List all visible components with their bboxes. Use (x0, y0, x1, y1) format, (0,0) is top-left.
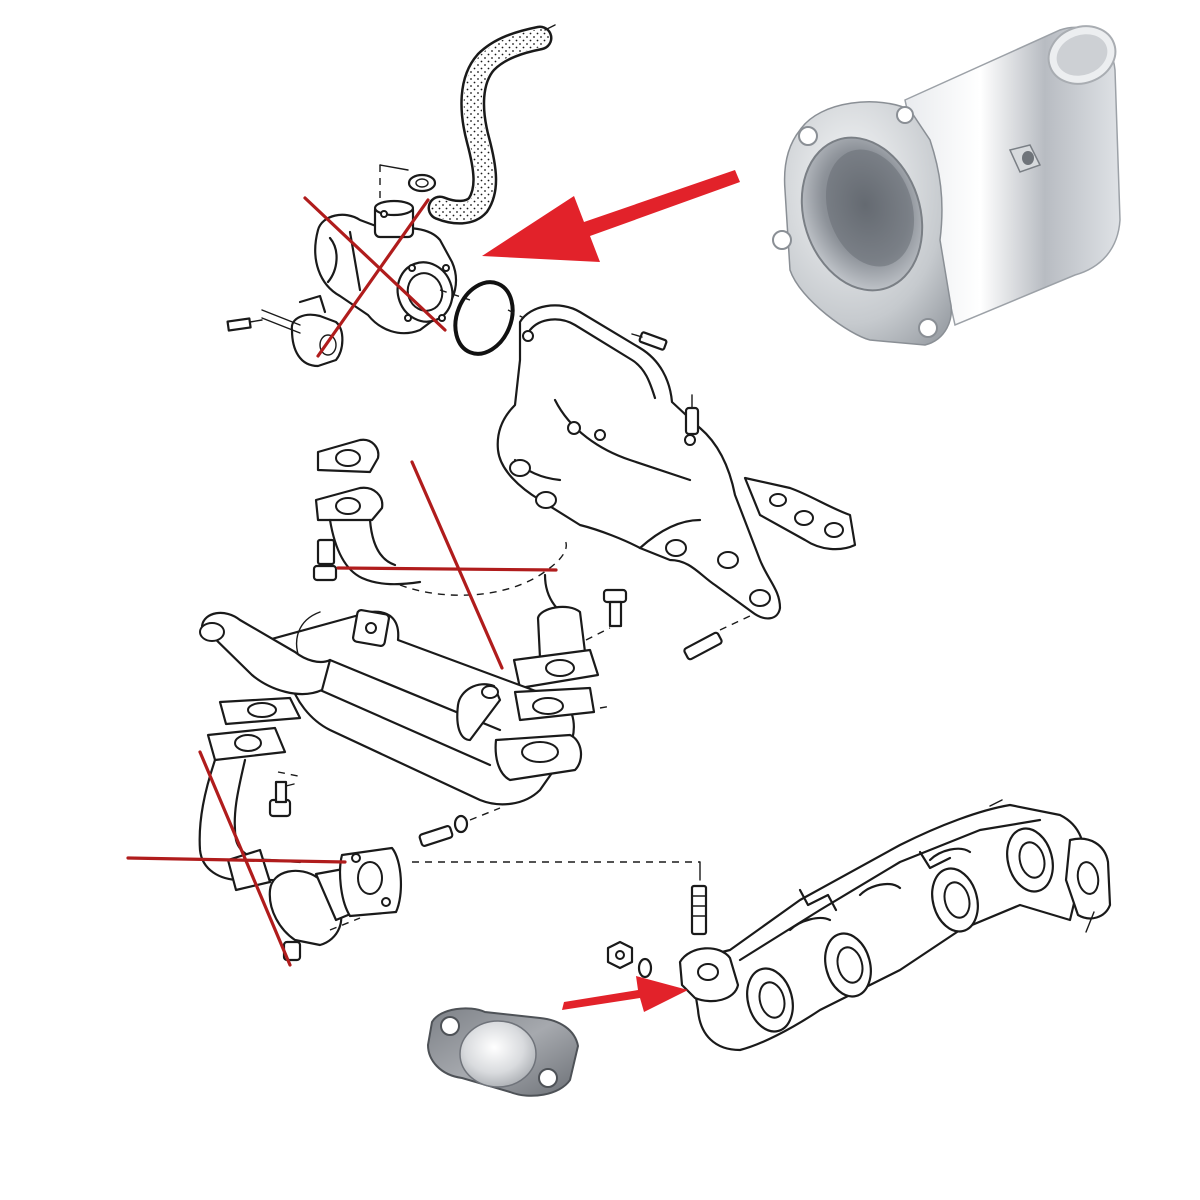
egr-actuator (261, 294, 344, 368)
leader-lines (329, 861, 701, 931)
cooler-washer-bolt (418, 807, 501, 847)
flange-bolt (602, 588, 628, 628)
egr-port-flange (678, 947, 740, 1003)
egr-replacement-pipe (772, 25, 1121, 346)
stud-bolt (690, 884, 708, 936)
lower-pipe-crossed-out-mark (126, 750, 347, 967)
cooler-bolt (268, 780, 295, 818)
egr-crossed-out-mark (303, 196, 447, 358)
egr-cooler (199, 608, 613, 806)
nut-and-washer (606, 940, 653, 979)
cooler-gaskets-left (206, 696, 302, 777)
egr-pipe-upper (314, 438, 577, 622)
egr-pipe-lower-flange (512, 605, 611, 690)
arrow-to-egr-port (562, 976, 688, 1012)
egr-pipe-crossed-out-mark (336, 460, 558, 670)
small-bolt (226, 317, 263, 332)
manifold-bolt-lower (683, 614, 753, 661)
egr-blanking-plate (426, 1007, 580, 1097)
egr-pipe-bolt (312, 538, 338, 582)
exhaust-port-flanges (746, 827, 1054, 1033)
exhaust-gaskets (1064, 837, 1112, 933)
hose-clamp (379, 164, 437, 198)
arrow-to-egr-valve (482, 170, 740, 262)
intake-manifold (496, 304, 782, 620)
o-ring-gasket (453, 280, 525, 356)
egr-pipe-lower (198, 758, 403, 962)
manifold-bolt (631, 331, 668, 351)
intake-gasket (743, 476, 857, 551)
vacuum-hose (427, 24, 556, 225)
